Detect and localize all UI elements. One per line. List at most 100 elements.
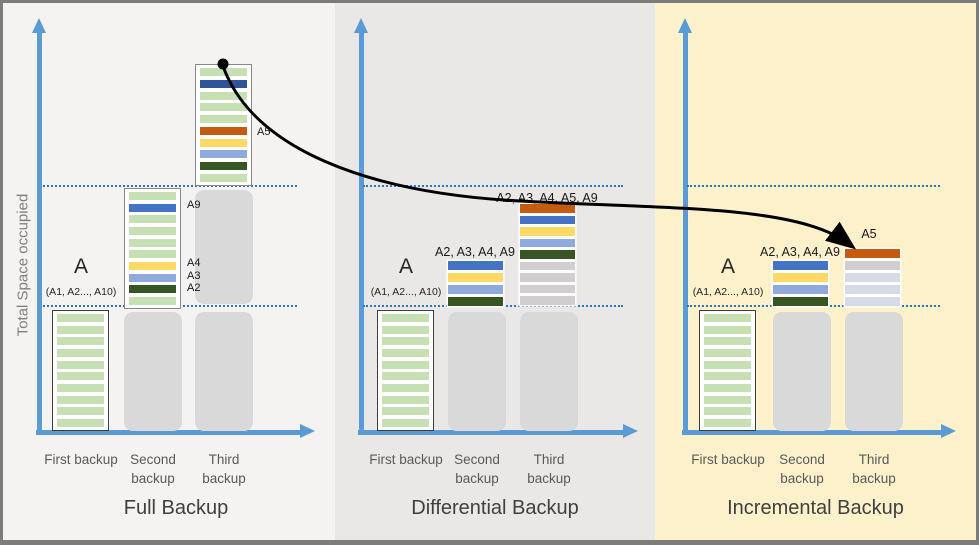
- block-stripe-gray: [845, 261, 900, 270]
- block-stripe-green: [704, 360, 751, 369]
- reference-line-upper: [687, 185, 940, 187]
- second-backup-axis-label: Second backup: [779, 452, 825, 486]
- first-backup-bar: [377, 310, 434, 431]
- second-backup-axis-label: Second backup: [454, 452, 500, 486]
- block-stripe-green: [200, 91, 247, 100]
- third-backup-delta-bar: [845, 249, 900, 306]
- block-stripe-darkgreen: [129, 285, 176, 294]
- third-backup-bar: [195, 64, 252, 186]
- block-stripe-green: [704, 383, 751, 392]
- block-stripe-green: [382, 348, 429, 357]
- block-stripe-green: [704, 314, 751, 322]
- block-stripe-green: [57, 314, 104, 322]
- first-backup-axis-label: First backup: [369, 452, 443, 467]
- block-stripe-green: [704, 348, 751, 357]
- panel-title-full: Full Backup: [123, 497, 229, 519]
- block-stripe-green: [382, 407, 429, 416]
- second-backup-blocks-label: A2, A3, A4, A9: [760, 245, 840, 259]
- second-backup-axis-label: Second backup: [130, 452, 176, 486]
- block-stripe-lightblue: [129, 273, 176, 282]
- block-stripe-gray: [520, 273, 575, 282]
- block-label-a5: A5: [257, 126, 271, 138]
- block-stripe-green: [382, 395, 429, 404]
- block-stripe-green: [57, 395, 104, 404]
- block-stripe-green: [704, 418, 751, 427]
- block-label-a4: A4: [187, 257, 201, 269]
- block-stripe-bluegray: [845, 285, 900, 294]
- block-stripe-yellow: [129, 261, 176, 270]
- block-stripe-green: [382, 325, 429, 334]
- block-stripe-bluegray: [845, 273, 900, 282]
- panel-incremental-backup: A2, A3, A4, A9 A5 A (A1, A2..., A10) Fir…: [655, 3, 976, 540]
- placeholder-bar: [773, 312, 831, 431]
- block-stripe-green: [382, 337, 429, 346]
- y-axis-line: [358, 32, 364, 431]
- block-stripe-blue: [448, 261, 503, 270]
- x-axis-arrow-icon: [300, 423, 315, 438]
- block-stripe-green: [57, 407, 104, 416]
- block-stripe-blue: [520, 215, 575, 224]
- block-stripe-green: [129, 238, 176, 247]
- y-axis: [354, 3, 368, 540]
- block-stripe-green: [382, 372, 429, 381]
- block-stripe-gray: [520, 284, 575, 293]
- block-label-a2: A2: [187, 282, 201, 294]
- block-stripe-yellow: [200, 138, 247, 147]
- reference-line-upper: [363, 185, 623, 187]
- y-axis-title: Total Space occupied: [14, 193, 32, 337]
- source-dataset-blocks: (A1, A2..., A10): [45, 286, 117, 298]
- source-dataset-label: A: [720, 255, 735, 278]
- block-stripe-darkgreen: [520, 250, 575, 259]
- block-stripe-blue: [129, 203, 176, 212]
- reference-line-lower: [687, 305, 940, 307]
- panel-full-backup: Total Space occupied A9 A4 A3 A2 A5 A (A…: [3, 3, 335, 540]
- block-stripe-green: [57, 325, 104, 334]
- block-stripe-green: [704, 372, 751, 381]
- block-stripe-green: [382, 360, 429, 369]
- block-stripe-green: [57, 418, 104, 427]
- block-stripe-gray: [520, 296, 575, 305]
- first-backup-bar: [52, 310, 109, 431]
- block-stripe-navy: [200, 79, 247, 88]
- block-stripe-yellow: [448, 273, 503, 282]
- block-stripe-blue: [773, 261, 828, 270]
- block-stripe-orange: [520, 204, 575, 213]
- y-axis-line: [682, 32, 688, 431]
- placeholder-bar: [845, 312, 903, 431]
- block-stripe-green: [57, 337, 104, 346]
- block-stripe-green: [57, 372, 104, 381]
- block-stripe-green: [57, 348, 104, 357]
- third-backup-blocks-label: A5: [861, 227, 877, 241]
- block-stripe-green: [200, 68, 247, 76]
- block-stripe-yellow: [773, 273, 828, 282]
- x-axis-arrow-icon: [941, 423, 956, 438]
- block-stripe-green: [57, 383, 104, 392]
- block-stripe-green: [200, 173, 247, 182]
- panel-title-differential: Differential Backup: [411, 497, 579, 519]
- block-stripe-darkgreen: [448, 297, 503, 306]
- placeholder-bar: [448, 312, 506, 431]
- third-backup-axis-label: Third backup: [527, 452, 571, 486]
- x-axis: [36, 430, 300, 435]
- source-dataset-label: A: [73, 255, 88, 278]
- x-axis-arrow-icon: [623, 423, 638, 438]
- reference-line-upper: [43, 185, 297, 187]
- y-axis: [32, 3, 46, 540]
- block-stripe-orange: [200, 126, 247, 135]
- block-stripe-lightblue: [200, 150, 247, 159]
- third-backup-blocks-label: A2, A3, A4, A5, A9: [496, 191, 598, 205]
- placeholder-bar: [195, 190, 253, 304]
- block-stripe-gray: [520, 261, 575, 270]
- block-stripe-green: [382, 383, 429, 392]
- block-stripe-darkgreen: [200, 162, 247, 171]
- y-axis-arrow-icon: [354, 18, 368, 33]
- source-dataset-blocks: (A1, A2..., A10): [370, 286, 442, 298]
- third-backup-axis-label: Third backup: [852, 452, 896, 486]
- x-axis: [682, 430, 941, 435]
- y-axis-arrow-icon: [678, 18, 692, 33]
- block-stripe-green: [200, 103, 247, 112]
- block-stripe-green: [129, 296, 176, 305]
- block-stripe-green: [704, 395, 751, 404]
- placeholder-bar: [124, 312, 182, 431]
- panel-title-incremental: Incremental Backup: [727, 497, 904, 519]
